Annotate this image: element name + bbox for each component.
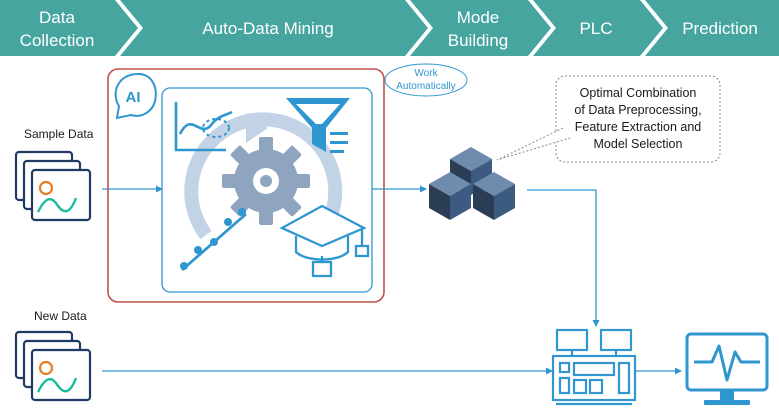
step-mode-building [410,0,551,56]
callout-line4: Model Selection [594,137,683,151]
ai-label: AI [126,89,141,106]
scatter-line-icon [180,208,247,272]
optimal-combination-callout [555,75,721,163]
work-automatically-line1: Work [414,68,438,79]
callout-line1: Optimal Combination [580,86,697,100]
model-to-plc-arrow [527,189,600,327]
ai-head-icon: AI [114,72,157,120]
work-automatically-line2: Automatically [396,81,455,92]
sample-data-label: Sample Data [24,127,94,141]
step-data-collection [0,0,138,56]
step-prediction-label: Prediction [682,19,758,38]
plc-controller-icon [551,328,637,406]
sample-data-icon [14,150,92,222]
stacked-cubes-icon [429,147,515,220]
step-auto-data-mining-label: Auto-Data Mining [202,19,333,38]
gear-cycle-icon [184,112,343,240]
graduation-cap-icon [279,204,370,278]
mining-highlight-frame [107,68,385,303]
callout-line2: of Data Preprocessing, [574,103,701,117]
callout-pointer [496,127,571,161]
step-plc-label: PLC [579,19,612,38]
step-mode-building-line2: Building [448,31,509,50]
new-data-label: New Data [34,309,87,323]
step-prediction [645,0,779,56]
step-data-collection-line1: Data [39,8,75,27]
step-mode-building-line1: Mode [457,8,500,27]
work-automatically-badge [384,63,468,97]
callout-line3: Feature Extraction and [575,120,702,134]
trend-chart-icon [174,102,233,152]
monitor-pulse-icon [685,332,769,405]
funnel-filter-icon [286,98,350,153]
new-data-icon [14,330,92,402]
process-bar: Data Collection Auto-Data Mining Mode Bu… [0,0,779,56]
step-auto-data-mining [120,0,428,56]
step-data-collection-line2: Collection [20,31,95,50]
step-plc [533,0,663,56]
